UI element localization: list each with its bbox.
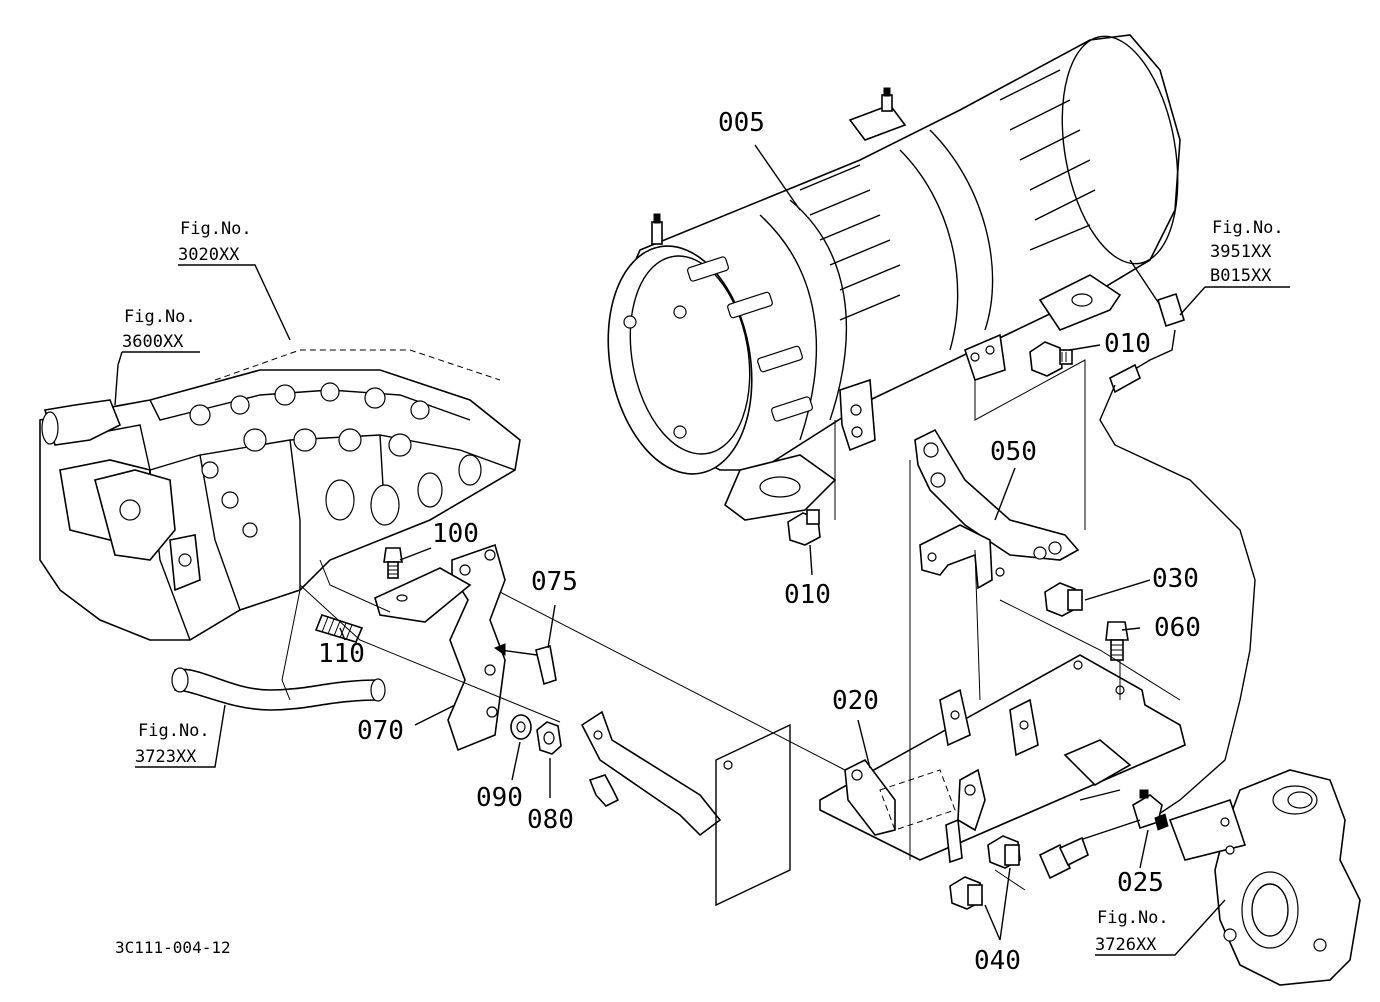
label-060: 060: [1154, 613, 1201, 643]
label-020: 020: [832, 686, 879, 716]
bolt-040-a: [987, 835, 1021, 869]
ref-3951-line3: B015XX: [1210, 266, 1272, 286]
label-100: 100: [432, 519, 479, 549]
ref-3723-line1: Fig.No.: [138, 721, 210, 741]
document-code: 3C111-004-12: [115, 938, 231, 957]
bolt-030: [1044, 582, 1083, 617]
reference-labels: Fig.No. 3020XX Fig.No. 3600XX Fig.No. 39…: [122, 218, 1284, 955]
ref-3723-line2: 3723XX: [135, 747, 197, 767]
label-110: 110: [318, 639, 365, 669]
label-080: 080: [527, 805, 574, 835]
label-075: 075: [531, 567, 578, 597]
ref-3726-line1: Fig.No.: [1097, 908, 1169, 928]
ref-3020-line2: 3020XX: [178, 245, 240, 265]
label-040: 040: [974, 946, 1021, 976]
leader-lines: [114, 144, 1290, 956]
cylinder-head-assembly: [39, 349, 521, 641]
ref-3951-line2: 3951XX: [1210, 242, 1272, 262]
label-030: 030: [1152, 564, 1199, 594]
coolant-hose: [171, 667, 386, 711]
exhaust-manifold: [1168, 769, 1361, 986]
sensor-025: [1038, 789, 1169, 880]
label-070: 070: [357, 716, 404, 746]
bolt-040-b: [949, 876, 983, 910]
label-050: 050: [990, 437, 1037, 467]
dpf-muffler-005: [607, 34, 1181, 521]
label-010-upper: 010: [1104, 329, 1151, 359]
label-005: 005: [718, 108, 765, 138]
lower-bracket: [580, 710, 791, 907]
label-090: 090: [476, 783, 523, 813]
part-labels: 005 010 010 050 030 060 020 025 040 100 …: [318, 108, 1201, 976]
base-bracket-020: [819, 654, 1186, 864]
assembly-lines: [281, 359, 1181, 891]
stud-bolt-110: [314, 614, 364, 643]
bracket-plate-070: [447, 543, 506, 752]
ref-3951-line1: Fig.No.: [1212, 218, 1284, 238]
bolt-010-upper: [1029, 341, 1073, 377]
washer-090: [510, 714, 532, 740]
ref-3726-line2: 3726XX: [1095, 935, 1157, 955]
ref-3020-line1: Fig.No.: [180, 219, 252, 239]
shim-plate-100: [374, 547, 472, 623]
nut-080: [536, 721, 562, 755]
ref-3600-line2: 3600XX: [122, 332, 184, 352]
pressure-sensor-line: [1099, 259, 1256, 821]
label-025: 025: [1117, 868, 1164, 898]
bracket-050: [914, 428, 1080, 590]
bolt-060: [1105, 621, 1129, 661]
ref-3600-line1: Fig.No.: [124, 307, 196, 327]
bolt-010-lower: [787, 509, 821, 546]
label-010-lower: 010: [784, 580, 831, 610]
clip-075: [493, 643, 557, 686]
